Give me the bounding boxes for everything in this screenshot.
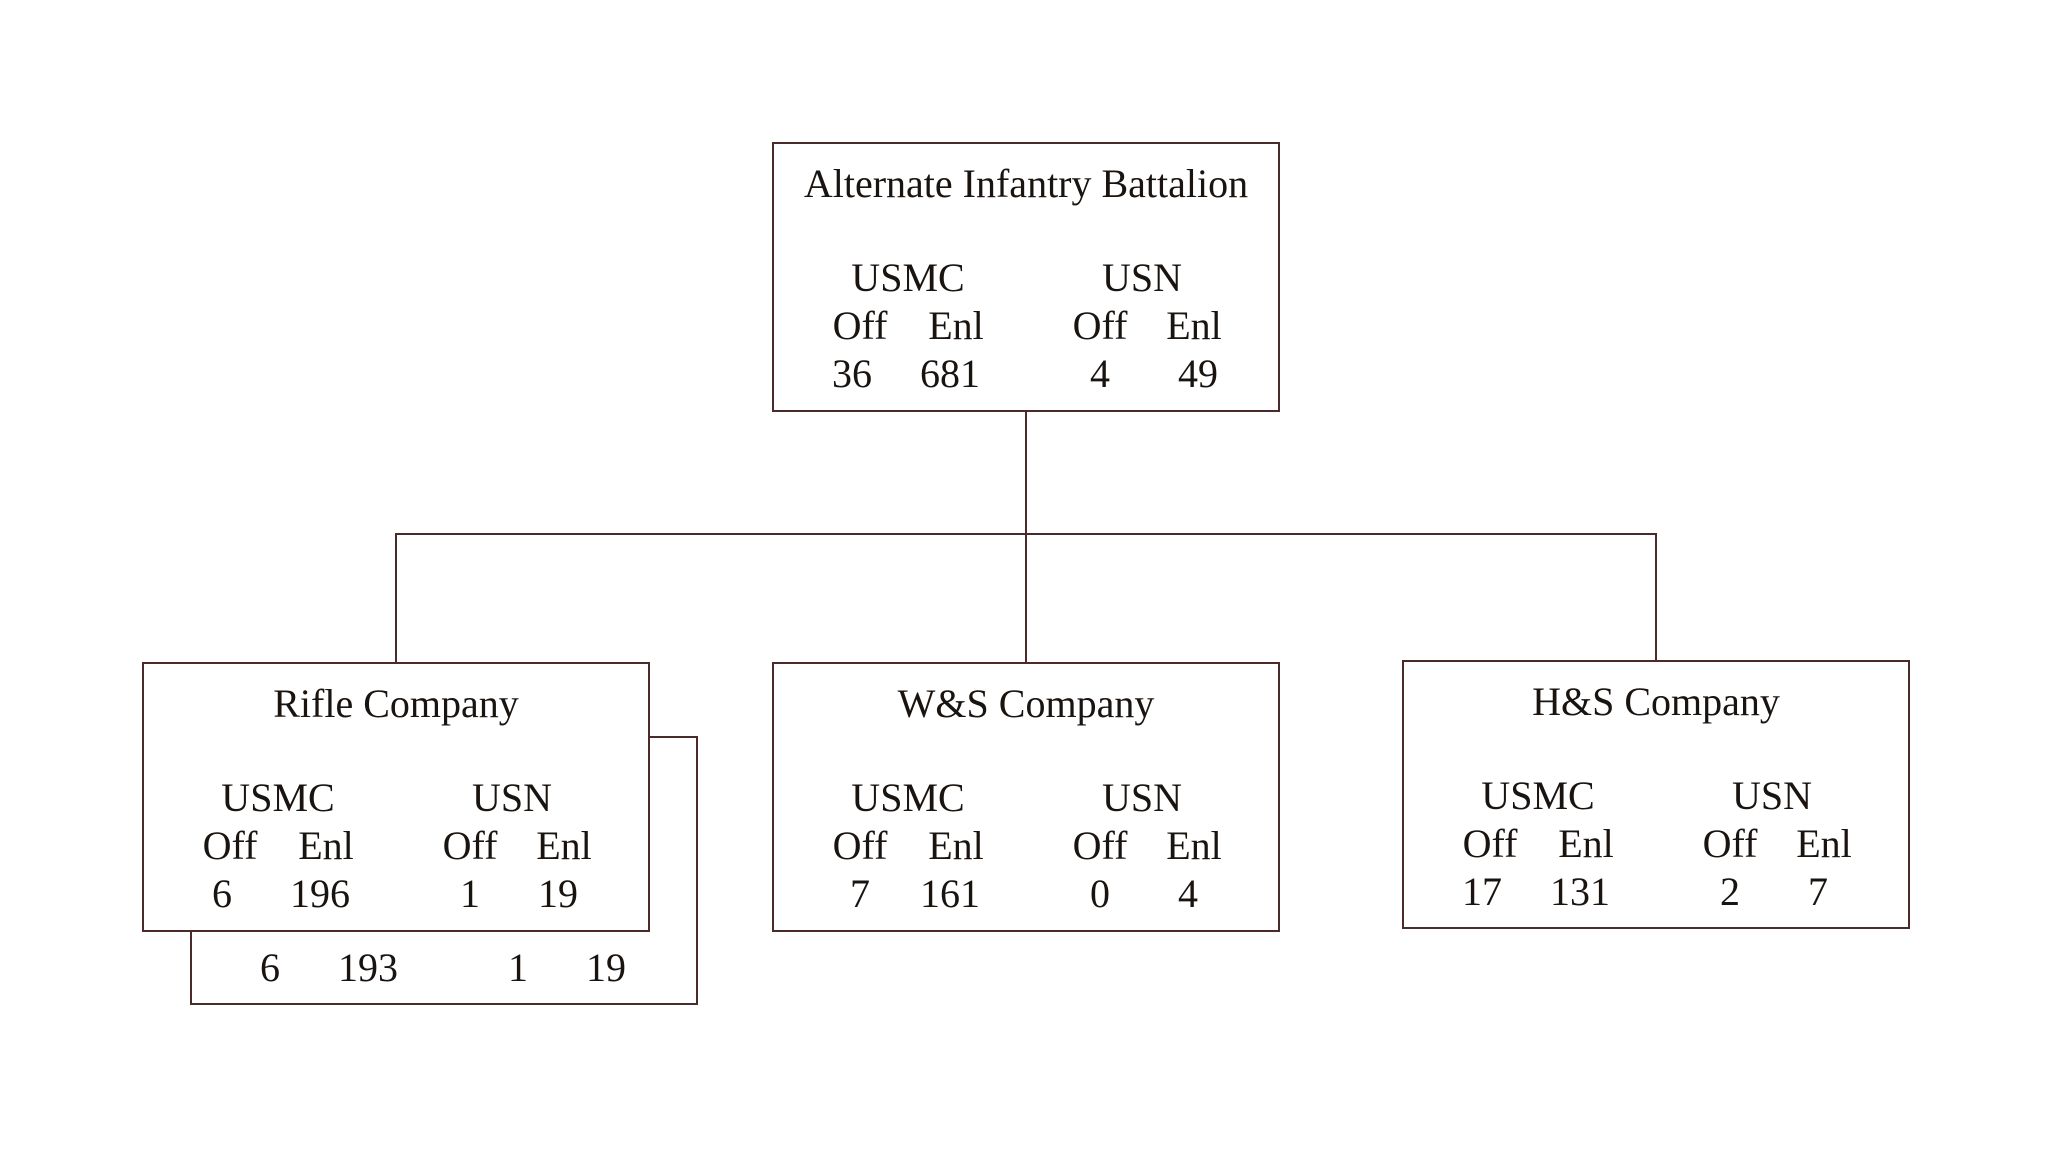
hs-company-box: H&S Company USMC USN Off Enl Off Enl 17 … xyxy=(1402,660,1910,929)
usn-label: USN xyxy=(1101,255,1183,300)
connector-hs xyxy=(1655,533,1657,660)
usmc-off-value: 7 xyxy=(850,871,870,916)
usmc-off-label: Off xyxy=(1462,821,1518,866)
usn-enl-value: 49 xyxy=(1178,351,1218,396)
usmc-label: USMC xyxy=(221,775,335,820)
usn-off-label: Off xyxy=(442,823,498,868)
usn-label: USN xyxy=(471,775,553,820)
usn-label: USN xyxy=(1731,773,1813,818)
usmc-off-value: 6 xyxy=(212,871,232,916)
second-usn-enl-value: 19 xyxy=(586,945,626,990)
usmc-off-label: Off xyxy=(832,823,888,868)
usn-off-value: 0 xyxy=(1090,871,1110,916)
usn-off-value: 4 xyxy=(1090,351,1110,396)
ws-company-title: W&S Company xyxy=(897,681,1155,726)
usmc-enl-label: Enl xyxy=(928,823,984,868)
rifle-company-title: Rifle Company xyxy=(273,681,519,726)
usn-enl-label: Enl xyxy=(536,823,592,868)
second-usmc-enl-value: 193 xyxy=(338,945,398,990)
usmc-enl-label: Enl xyxy=(1558,821,1614,866)
usn-enl-value: 7 xyxy=(1808,869,1828,914)
usn-off-value: 1 xyxy=(460,871,480,916)
connector-battalion-down xyxy=(1025,412,1027,535)
second-usmc-off-value: 6 xyxy=(260,945,280,990)
rifle-company-box: Rifle Company USMC USN Off Enl Off Enl 6… xyxy=(142,662,650,932)
usmc-off-value: 36 xyxy=(832,351,872,396)
usmc-label: USMC xyxy=(1481,773,1595,818)
usmc-enl-value: 131 xyxy=(1550,869,1610,914)
ws-company-box: W&S Company USMC USN Off Enl Off Enl 7 1… xyxy=(772,662,1280,932)
usn-off-value: 2 xyxy=(1720,869,1740,914)
second-usn-off-value: 1 xyxy=(508,945,528,990)
usmc-enl-label: Enl xyxy=(298,823,354,868)
connector-rifle xyxy=(395,533,397,662)
battalion-title: Alternate Infantry Battalion xyxy=(803,161,1249,206)
usn-enl-value: 19 xyxy=(538,871,578,916)
usmc-off-value: 17 xyxy=(1462,869,1502,914)
battalion-box: Alternate Infantry Battalion USMC USN Of… xyxy=(772,142,1280,412)
connector-ws xyxy=(1025,533,1027,662)
usn-enl-value: 4 xyxy=(1178,871,1198,916)
usn-enl-label: Enl xyxy=(1796,821,1852,866)
hs-company-title: H&S Company xyxy=(1532,679,1780,724)
usmc-label: USMC xyxy=(851,255,965,300)
usn-off-label: Off xyxy=(1072,823,1128,868)
usmc-enl-value: 161 xyxy=(920,871,980,916)
usmc-label: USMC xyxy=(851,775,965,820)
usmc-enl-value: 196 xyxy=(290,871,350,916)
usn-enl-label: Enl xyxy=(1166,823,1222,868)
usn-off-label: Off xyxy=(1702,821,1758,866)
usn-label: USN xyxy=(1101,775,1183,820)
usmc-off-label: Off xyxy=(202,823,258,868)
usmc-off-label: Off xyxy=(832,303,888,348)
usmc-enl-value: 681 xyxy=(920,351,980,396)
usn-enl-label: Enl xyxy=(1166,303,1222,348)
usmc-enl-label: Enl xyxy=(928,303,984,348)
usn-off-label: Off xyxy=(1072,303,1128,348)
